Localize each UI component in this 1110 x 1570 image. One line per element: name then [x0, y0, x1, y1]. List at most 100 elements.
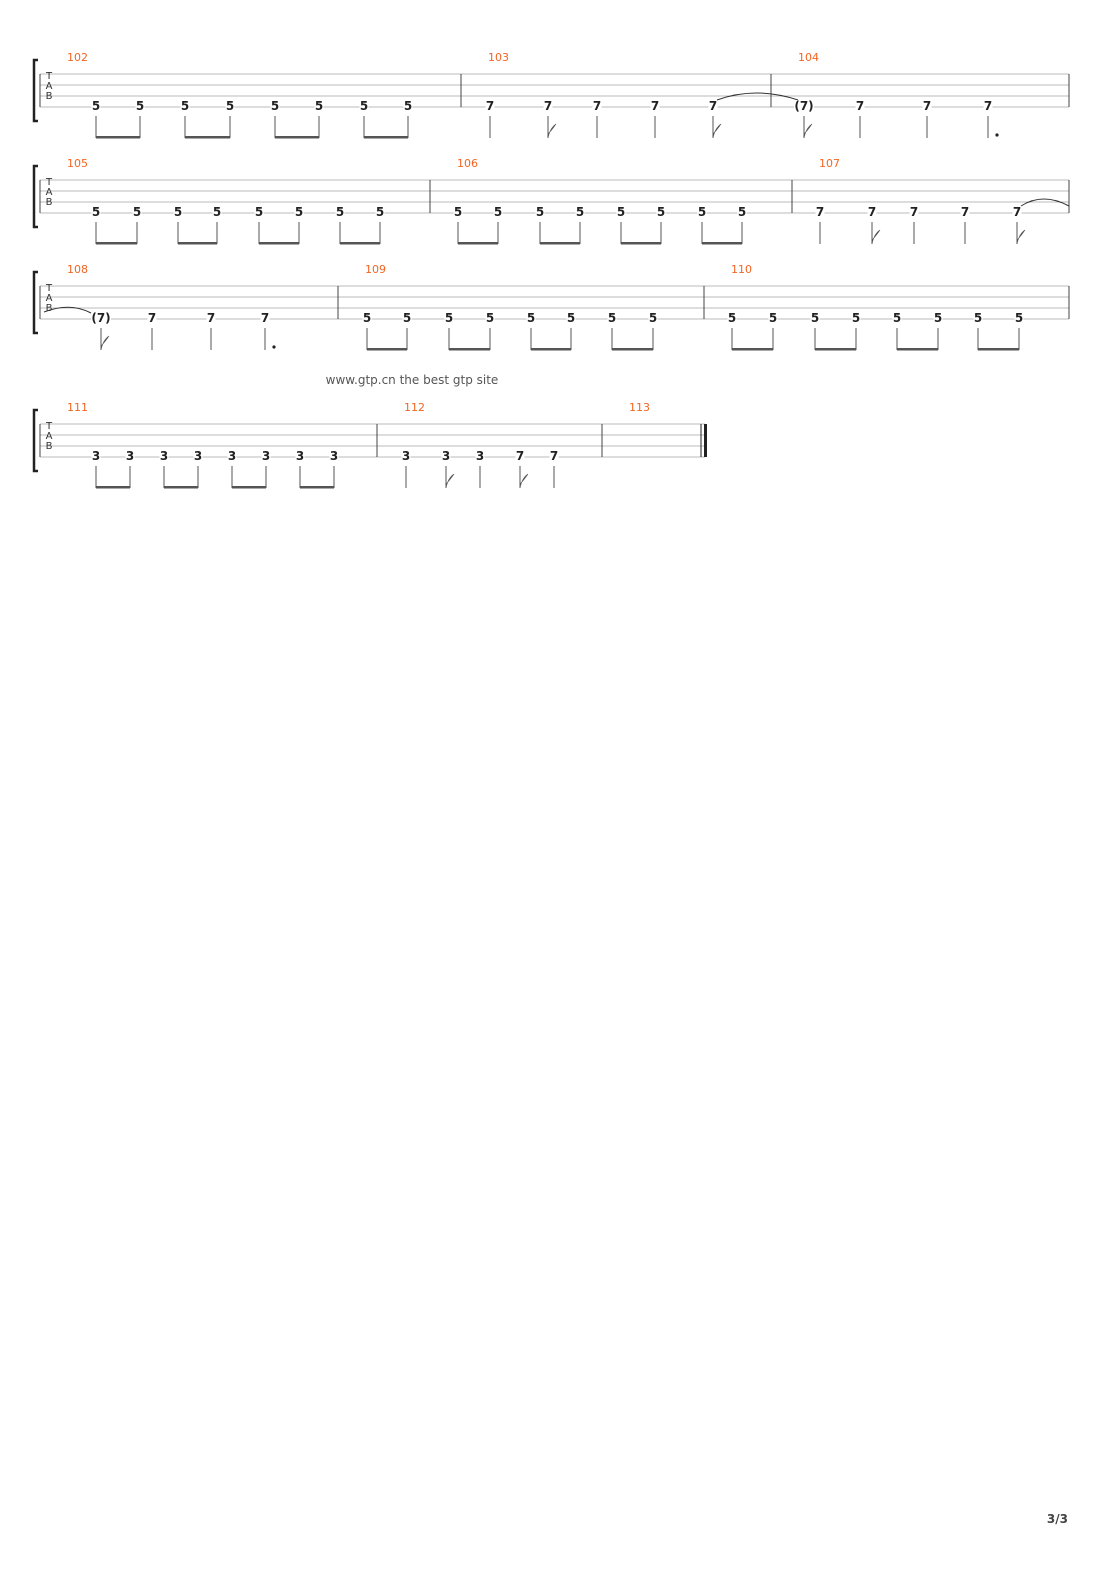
fret-number: 3: [262, 449, 270, 463]
fret-backing: [708, 100, 718, 111]
fret-number: 5: [454, 205, 462, 219]
system-bracket: [32, 408, 38, 473]
fret-backing: [314, 100, 324, 111]
note-beam: [702, 242, 742, 245]
fret-backing: [526, 312, 536, 323]
page-number: 3/3: [1046, 1512, 1068, 1526]
tab-clef-letter: B: [46, 91, 53, 102]
fret-backing: [270, 100, 280, 111]
fret-number: 5: [486, 311, 494, 325]
fret-backing: [132, 206, 142, 217]
fret-backing: [616, 206, 626, 217]
note-beam: [364, 136, 408, 139]
note-beam: [178, 242, 217, 245]
note-beam: [978, 348, 1019, 351]
fret-number: (7): [91, 311, 110, 325]
fret-number: 5: [363, 311, 371, 325]
fret-backing: [737, 206, 747, 217]
fret-backing: [549, 450, 559, 461]
fret-backing: [515, 450, 525, 461]
fret-number: 7: [923, 99, 931, 113]
fret-number: 7: [1013, 205, 1021, 219]
note-flag: [445, 473, 455, 489]
measure-number: 107: [819, 157, 840, 170]
measure-number: 112: [404, 401, 425, 414]
note-beam: [449, 348, 490, 351]
fret-backing: [933, 312, 943, 323]
fret-backing: [362, 312, 372, 323]
fret-backing: [403, 100, 413, 111]
fret-number: 7: [961, 205, 969, 219]
note-beam: [275, 136, 319, 139]
fret-number: 7: [207, 311, 215, 325]
measure-number: 110: [731, 263, 752, 276]
fret-backing: [180, 100, 190, 111]
tab-clef-letter: B: [46, 303, 53, 314]
fret-backing: [851, 312, 861, 323]
fret-number: 5: [181, 99, 189, 113]
fret-backing: [135, 100, 145, 111]
fret-number: (7): [794, 99, 813, 113]
fret-backing: [1014, 312, 1024, 323]
fret-number: 7: [816, 205, 824, 219]
fret-backing: [493, 206, 503, 217]
tab-clef-letter: A: [46, 431, 53, 442]
system-bracket: [32, 58, 38, 123]
fret-number: 5: [576, 205, 584, 219]
fret-number: 5: [226, 99, 234, 113]
fret-backing: [648, 312, 658, 323]
fret-number: 5: [974, 311, 982, 325]
fret-number: 7: [868, 205, 876, 219]
fret-backing: [656, 206, 666, 217]
fret-number: 5: [494, 205, 502, 219]
fret-backing: [650, 100, 660, 111]
note-flag: [100, 335, 110, 351]
fret-number: 3: [126, 449, 134, 463]
fret-backing: [892, 312, 902, 323]
final-barline-thick: [704, 424, 707, 457]
fret-number: 5: [728, 311, 736, 325]
fret-backing: [485, 100, 495, 111]
fret-backing: [922, 100, 932, 111]
fret-backing: [375, 206, 385, 217]
fret-backing: [909, 206, 919, 217]
tie-arc-continued: [43, 306, 92, 314]
tab-clef-letter: T: [45, 177, 53, 188]
fret-number: 5: [1015, 311, 1023, 325]
fret-backing: [535, 206, 545, 217]
fret-number: 5: [136, 99, 144, 113]
fret-backing: [592, 100, 602, 111]
note-flag: [547, 123, 557, 139]
fret-backing: [441, 450, 451, 461]
fret-number: 5: [738, 205, 746, 219]
fret-backing: [329, 450, 339, 461]
note-flag: [519, 473, 529, 489]
fret-backing: [1012, 206, 1022, 217]
note-flag: [871, 229, 881, 245]
note-beam: [458, 242, 498, 245]
fret-backing: [173, 206, 183, 217]
note-flag: [1016, 229, 1026, 245]
tab-clef-letter: B: [46, 197, 53, 208]
measure-number: 102: [67, 51, 88, 64]
measure-number: 111: [67, 401, 88, 414]
measure-number: 104: [798, 51, 819, 64]
fret-number: 5: [649, 311, 657, 325]
measure-number: 105: [67, 157, 88, 170]
fret-number: 3: [296, 449, 304, 463]
fret-number: 7: [910, 205, 918, 219]
tab-clef-letter: B: [46, 441, 53, 452]
fret-number: 5: [852, 311, 860, 325]
fret-backing: [983, 100, 993, 111]
tab-clef-letter: T: [45, 283, 53, 294]
fret-number: 3: [402, 449, 410, 463]
fret-number: 5: [698, 205, 706, 219]
fret-number: 7: [984, 99, 992, 113]
fret-backing: [453, 206, 463, 217]
fret-backing: [575, 206, 585, 217]
fret-number: 3: [442, 449, 450, 463]
fret-number: 5: [403, 311, 411, 325]
fret-backing: [475, 450, 485, 461]
note-beam: [300, 486, 334, 489]
